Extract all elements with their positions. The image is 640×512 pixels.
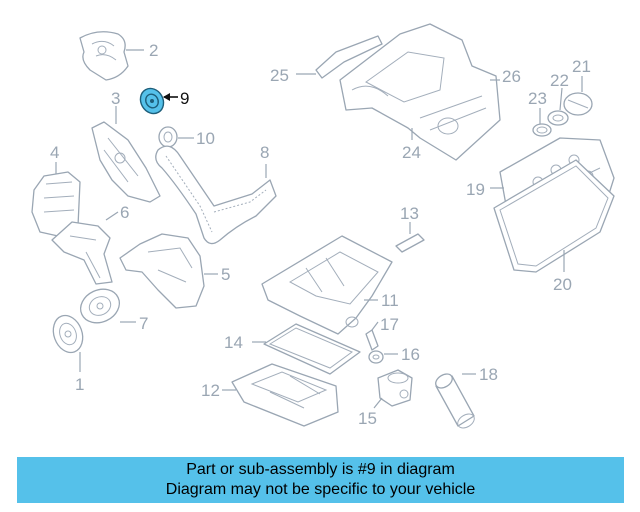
callout-6: 6 <box>120 203 129 222</box>
callout-15: 15 <box>358 409 377 428</box>
callout-4: 4 <box>50 143 59 162</box>
part-12-oil-pan-lower[interactable] <box>231 363 339 427</box>
part-7-sprocket[interactable] <box>75 283 125 329</box>
callout-20: 20 <box>553 275 572 294</box>
callout-17: 17 <box>380 315 399 334</box>
part-9-tensioner-pulley[interactable] <box>136 84 168 118</box>
part-23-seal-ring[interactable] <box>532 123 552 137</box>
part-25-intake-runner[interactable] <box>315 35 383 79</box>
callout-24: 24 <box>402 143 421 162</box>
part-20-valve-cover-gasket[interactable] <box>493 159 615 273</box>
callout-3: 3 <box>111 89 120 108</box>
info-banner: Part or sub-assembly is #9 in diagram Di… <box>17 457 624 503</box>
callout-25: 25 <box>270 66 289 85</box>
leader-15 <box>373 397 383 409</box>
callout-23: 23 <box>528 89 547 108</box>
callout-9: 9 <box>180 89 189 108</box>
part-1-crank-pulley[interactable] <box>48 311 87 356</box>
part-2-upper-timing-cover[interactable] <box>79 31 129 81</box>
callout-11: 11 <box>381 291 399 310</box>
part-22-seal[interactable] <box>547 110 569 126</box>
part-18-oil-filter[interactable] <box>433 371 477 431</box>
part-26-intake-manifold[interactable] <box>339 23 501 161</box>
part-15-filter-housing[interactable] <box>377 369 413 407</box>
part-14-oil-pan-gasket[interactable] <box>263 323 361 375</box>
leader-22 <box>559 87 563 111</box>
callout-19: 19 <box>466 180 485 199</box>
callout-14: 14 <box>224 333 243 352</box>
part-11-oil-pan-upper[interactable] <box>261 235 393 335</box>
part-3-timing-cover[interactable] <box>91 121 161 203</box>
callout-8: 8 <box>260 143 269 162</box>
callout-10: 10 <box>196 129 215 148</box>
callout-12: 12 <box>201 381 220 400</box>
part-16-washer[interactable] <box>368 350 384 364</box>
parts-diagram: 2 9 3 10 4 8 6 <box>31 23 615 431</box>
banner-line-2: Diagram may not be specific to your vehi… <box>165 481 476 498</box>
part-8-timing-belt[interactable] <box>155 145 277 245</box>
part-6-bracket[interactable] <box>51 221 113 285</box>
callout-13: 13 <box>400 204 419 223</box>
banner-line-1: Part or sub-assembly is #9 in diagram <box>186 461 455 478</box>
callout-16: 16 <box>401 345 420 364</box>
part-5-lower-cover[interactable] <box>119 233 205 309</box>
leader-17 <box>371 321 379 331</box>
part-13-baffle[interactable] <box>395 233 425 253</box>
callout-18: 18 <box>479 365 498 384</box>
callout-2: 2 <box>149 41 158 60</box>
leader-6 <box>105 211 119 221</box>
callout-22: 22 <box>550 71 569 90</box>
callout-7: 7 <box>139 314 148 333</box>
callout-26: 26 <box>502 67 521 86</box>
callout-1: 1 <box>75 375 84 394</box>
part-21-oil-cap[interactable] <box>563 92 593 116</box>
callout-21: 21 <box>572 57 591 76</box>
part-10-idler-roller[interactable] <box>158 126 178 148</box>
arrow-9-icon <box>163 93 170 101</box>
part-17-drain-plug[interactable] <box>365 329 379 351</box>
callout-5: 5 <box>221 265 230 284</box>
